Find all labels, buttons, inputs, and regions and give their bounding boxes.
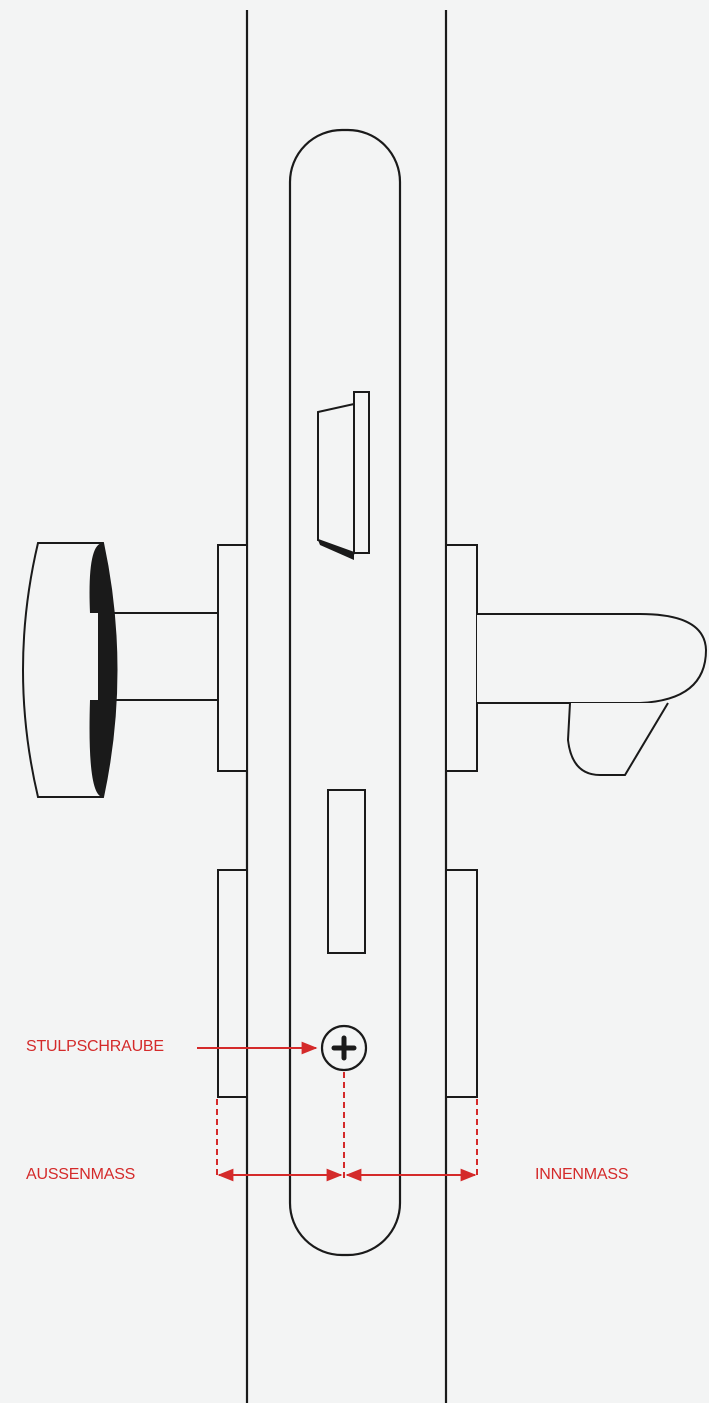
aussenmass-label: AUSSENMASS bbox=[26, 1166, 136, 1183]
phillips-screw-icon bbox=[320, 1024, 368, 1072]
deadbolt-opening bbox=[327, 789, 366, 954]
stulpschraube-label: STULPSCHRAUBE bbox=[26, 1038, 164, 1055]
inner-rose-lower bbox=[445, 869, 478, 1098]
outer-rose-lower bbox=[217, 869, 248, 1098]
outer-rose-upper bbox=[217, 544, 248, 772]
innenmass-label: INNENMASS bbox=[535, 1166, 629, 1183]
inner-rose-upper bbox=[445, 544, 478, 772]
door-knob bbox=[22, 542, 219, 798]
latch-bolt bbox=[317, 391, 370, 560]
door-lever bbox=[477, 613, 708, 776]
